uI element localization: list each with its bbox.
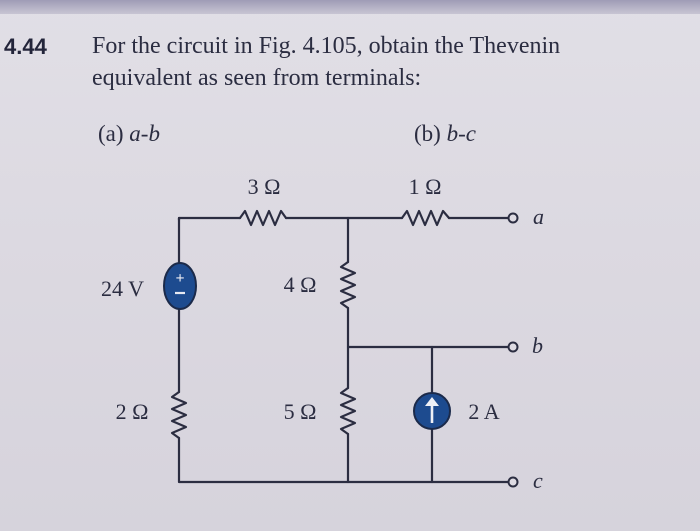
label-terminal-a: a	[533, 204, 544, 229]
problem-number: 4.44	[4, 34, 47, 59]
resistor-4-ohm	[339, 260, 357, 310]
terminal-a	[507, 212, 519, 224]
resistor-2-ohm	[170, 390, 188, 440]
part-b: (b) b-c	[414, 121, 476, 147]
label-24-volt: 24 V	[101, 276, 144, 301]
label-4-ohm: 4 Ω	[284, 272, 317, 297]
label-1-ohm: 1 Ω	[409, 174, 442, 199]
terminal-b	[507, 341, 519, 353]
part-a: (a) a-b	[98, 121, 160, 147]
terminal-c	[507, 476, 519, 488]
voltage-source: +	[163, 262, 197, 310]
part-b-terminals: b-c	[446, 121, 476, 146]
label-terminal-c: c	[533, 468, 543, 493]
label-terminal-b: b	[532, 333, 543, 358]
resistor-5-ohm	[339, 386, 357, 436]
current-source	[413, 392, 451, 430]
top-edge	[0, 0, 700, 14]
resistor-1-ohm	[400, 209, 451, 227]
label-2-ohm: 2 Ω	[116, 399, 149, 424]
problem-line-1: For the circuit in Fig. 4.105, obtain th…	[92, 33, 561, 59]
part-b-label: (b)	[414, 121, 441, 146]
label-2-amp: 2 A	[468, 399, 499, 424]
problem-line-2: equivalent as seen from terminals:	[92, 65, 422, 91]
part-a-terminals: a-b	[129, 121, 160, 146]
part-a-label: (a)	[98, 121, 124, 146]
label-5-ohm: 5 Ω	[284, 399, 317, 424]
problem-statement: For the circuit in Fig. 4.105, obtain th…	[92, 30, 692, 94]
wire-top-left	[177, 216, 242, 222]
label-3-ohm: 3 Ω	[248, 174, 281, 199]
voltage-source-plus-sign: +	[175, 270, 184, 287]
wire-left-lower	[177, 436, 510, 484]
resistor-3-ohm	[238, 209, 288, 227]
